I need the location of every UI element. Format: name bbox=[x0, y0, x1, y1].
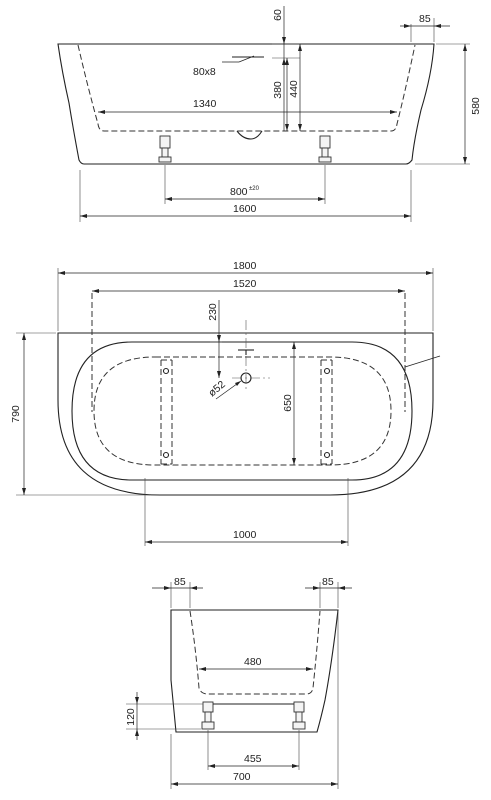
front-leg-spacing-tolerance: ±20 bbox=[249, 186, 260, 192]
front-view-right-leg bbox=[318, 135, 332, 163]
top-view-right-leg-pad bbox=[320, 359, 333, 465]
top-view-basin-floor bbox=[93, 356, 392, 466]
side-leg-spacing-label: 455 bbox=[244, 753, 262, 765]
side-left-rim-label: 85 bbox=[174, 576, 186, 588]
top-total-length-label: 1800 bbox=[233, 260, 257, 272]
front-view-inner-basin bbox=[77, 44, 416, 132]
front-outer-length-label: 1600 bbox=[233, 203, 257, 215]
front-rim-dim-label: 85 bbox=[419, 13, 431, 25]
side-view: 85 85 480 120 455 700 bbox=[125, 576, 352, 789]
top-view: 1800 1520 230 ø52 650 790 bbox=[10, 260, 441, 546]
top-inner-length-label: 1520 bbox=[233, 278, 257, 290]
front-leg-spacing-label: 800 bbox=[230, 186, 248, 198]
top-inner-width-label: 650 bbox=[282, 394, 294, 412]
side-outer-width-label: 700 bbox=[233, 771, 251, 783]
top-view-basin-rim bbox=[71, 341, 413, 481]
side-right-rim-label: 85 bbox=[322, 576, 334, 588]
front-inner-depth-label: 380 bbox=[272, 81, 284, 99]
front-view-drain bbox=[236, 130, 263, 140]
front-view-outline bbox=[57, 43, 435, 165]
side-leg-height-label: 120 bbox=[125, 708, 137, 726]
front-inner-length-label: 1340 bbox=[193, 98, 217, 110]
front-height-dim-label: 580 bbox=[470, 97, 482, 115]
top-drain-offset-label: 230 bbox=[207, 303, 219, 321]
front-view-left-leg bbox=[158, 135, 172, 163]
front-view: 85 580 60 380 440 80x8 1340 bbox=[57, 6, 482, 222]
top-view-outline bbox=[57, 332, 434, 496]
front-drain-label: 80x8 bbox=[193, 66, 216, 78]
side-view-right-leg bbox=[292, 701, 306, 730]
top-base-length-label: 1000 bbox=[233, 529, 257, 541]
side-inner-bottom-label: 480 bbox=[244, 656, 262, 668]
top-total-width-label: 790 bbox=[10, 405, 22, 423]
side-view-outline bbox=[170, 609, 339, 733]
top-view-left-leg-pad bbox=[160, 359, 173, 465]
side-view-left-leg bbox=[201, 701, 215, 730]
front-drain-depth-label: 60 bbox=[272, 9, 284, 21]
side-view-inner-basin bbox=[189, 610, 321, 695]
top-drain-diameter-label: ø52 bbox=[206, 378, 228, 399]
front-depth-to-drain-label: 440 bbox=[288, 80, 300, 98]
